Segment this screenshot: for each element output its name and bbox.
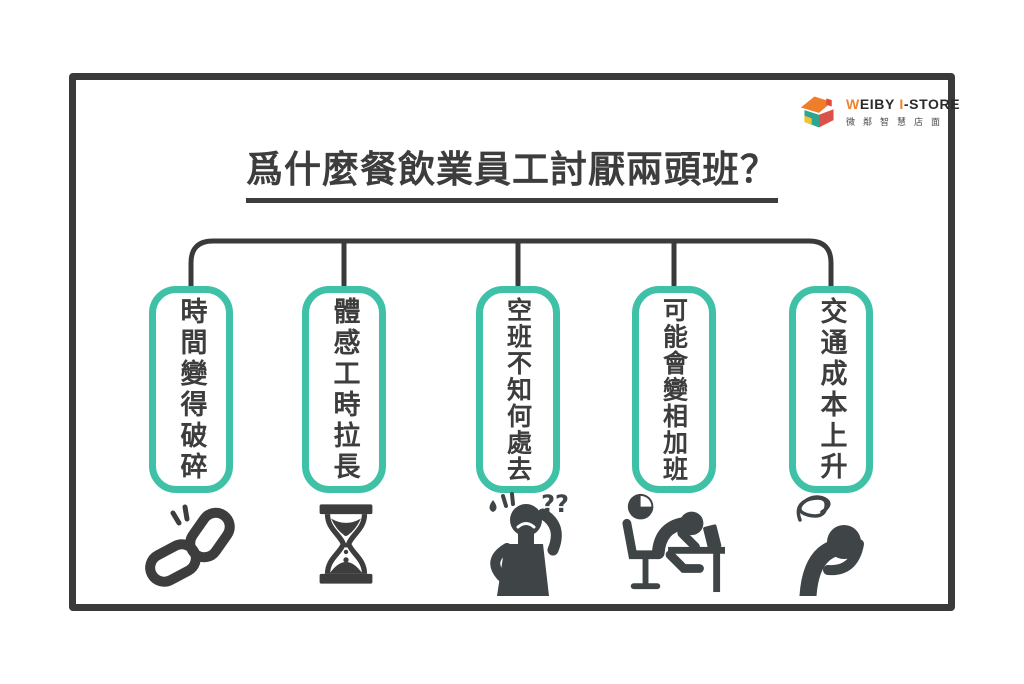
scribble-thoughts	[796, 495, 831, 522]
overtime-desk-icon	[622, 493, 725, 593]
brand-name: WEIBY I-STORE	[846, 96, 960, 112]
brand-letter-i: I	[899, 96, 904, 112]
confused-person-icon: ??	[489, 490, 569, 596]
hourglass-icon	[319, 504, 373, 584]
page-title-text: 爲什麼餐飲業員工討厭兩頭班？	[246, 139, 778, 203]
reason-box-disguised-overtime: 可能會變相加班	[632, 286, 716, 493]
brand-letters-store: -STORE	[903, 96, 961, 112]
reason-label: 可能會變相加班	[659, 296, 689, 483]
brand-letter-w: W	[846, 96, 860, 112]
reason-box-nowhere-to-go: 空班不知何處去	[476, 286, 560, 493]
outer-frame	[69, 73, 955, 611]
store-logo-icon	[800, 96, 834, 128]
broken-chain-icon	[145, 504, 235, 587]
page-title: 爲什麼餐飲業員工討厭兩頭班？	[0, 139, 1024, 203]
reason-label: 體感工時拉長	[328, 296, 360, 483]
reason-label: 時間變得破碎	[175, 296, 207, 483]
reason-box-commute-cost: 交通成本上升	[789, 286, 873, 493]
stressed-person-icon	[796, 495, 864, 596]
reason-box-fragmented-time: 時間變得破碎	[149, 286, 233, 493]
reason-box-longer-hours: 體感工時拉長	[302, 286, 386, 493]
reason-label: 交通成本上升	[815, 296, 847, 483]
brand-text-block: WEIBY I-STORE 微鄰智慧店面	[846, 96, 960, 128]
brand-letters-eiby: EIBY	[859, 96, 895, 112]
brand-subtitle: 微鄰智慧店面	[846, 117, 949, 127]
reason-label: 空班不知何處去	[503, 296, 533, 483]
brand-logo: WEIBY I-STORE 微鄰智慧店面	[799, 93, 960, 131]
